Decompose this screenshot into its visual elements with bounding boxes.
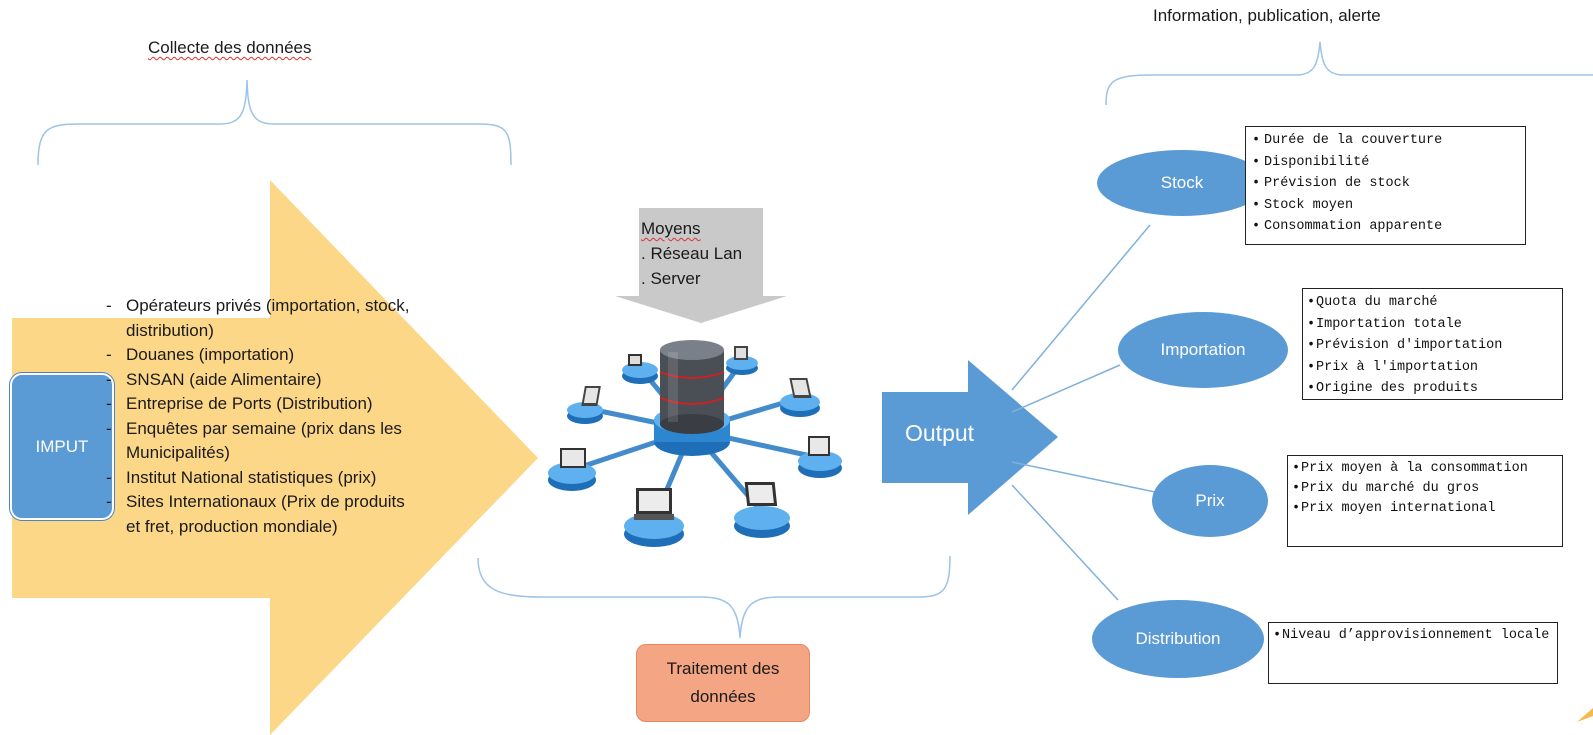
- input-source-item: Opérateurs privés (importation, stock, d…: [100, 294, 410, 343]
- information-brace: [1105, 41, 1593, 106]
- distribution-node-label: Distribution: [1135, 629, 1221, 648]
- detail-item: Quota du marché: [1307, 292, 1558, 314]
- moyens-arrow: [615, 208, 787, 323]
- traitement-label: Traitement des données: [666, 659, 780, 706]
- detail-item: Stock moyen: [1250, 195, 1521, 217]
- detail-item: Prix à l'importation: [1307, 357, 1558, 379]
- database-cylinder-icon: [659, 340, 725, 434]
- importation-node: Importation: [1118, 312, 1288, 388]
- collecte-brace: [37, 79, 512, 166]
- moyens-item: . Server: [641, 269, 701, 288]
- input-source-item: Enquêtes par semaine (prix dans les Muni…: [100, 417, 410, 466]
- detail-item: Disponibilité: [1250, 152, 1521, 174]
- detail-item: Prix moyen à la consommation: [1292, 459, 1558, 479]
- imput-label: IMPUT: [35, 436, 89, 456]
- imput-box: IMPUT: [10, 373, 114, 520]
- prix-node: Prix: [1152, 465, 1268, 537]
- network-database-icon: [548, 340, 842, 547]
- stock-node: Stock: [1097, 150, 1267, 216]
- detail-item: Prix moyen international: [1292, 499, 1558, 519]
- detail-item: Importation totale: [1307, 314, 1558, 336]
- collecte-label: Collecte des données: [148, 38, 312, 57]
- output-connectors: [1011, 224, 1156, 601]
- detail-item: Origine des produits: [1307, 378, 1558, 400]
- moyens-title: Moyens: [641, 219, 701, 238]
- output-label: Output: [905, 420, 975, 446]
- input-source-item: Institut National statistiques (prix): [100, 466, 410, 491]
- detail-item: Prévision d'importation: [1307, 335, 1558, 357]
- traitement-box: Traitement des données: [636, 644, 810, 722]
- prix-detail-box: Prix moyen à la consommation Prix du mar…: [1287, 455, 1563, 547]
- moyens-list: Moyens . Réseau Lan . Server: [641, 216, 742, 291]
- importation-detail-box: Quota du marché Importation totale Prévi…: [1302, 288, 1563, 400]
- detail-item: Prévision de stock: [1250, 173, 1521, 195]
- traitement-brace: [477, 555, 951, 639]
- detail-item: Niveau d’approvisionnement locale: [1273, 626, 1553, 646]
- distribution-node: Distribution: [1092, 600, 1264, 678]
- input-source-item: Sites Internationaux (Prix de produits e…: [100, 490, 410, 539]
- input-source-item: Douanes (importation): [100, 343, 410, 368]
- information-label: Information, publication, alerte: [1153, 6, 1381, 25]
- detail-item: Prix du marché du gros: [1292, 479, 1558, 499]
- input-source-item: SNSAN (aide Alimentaire): [100, 368, 410, 393]
- distribution-detail-box: Niveau d’approvisionnement locale: [1268, 622, 1558, 684]
- stock-node-label: Stock: [1160, 173, 1204, 192]
- input-sources-list: Opérateurs privés (importation, stock, d…: [100, 294, 410, 539]
- importation-node-label: Importation: [1160, 340, 1246, 359]
- corner-mark: [1577, 708, 1593, 722]
- detail-item: Durée de la couverture: [1250, 130, 1521, 152]
- moyens-item: . Réseau Lan: [641, 244, 743, 263]
- input-source-item: Entreprise de Ports (Distribution): [100, 392, 410, 417]
- stock-detail-box: Durée de la couverture Disponibilité Pré…: [1245, 126, 1526, 245]
- prix-node-label: Prix: [1195, 491, 1225, 510]
- output-arrow: [882, 360, 1058, 515]
- detail-item: Consommation apparente: [1250, 216, 1521, 238]
